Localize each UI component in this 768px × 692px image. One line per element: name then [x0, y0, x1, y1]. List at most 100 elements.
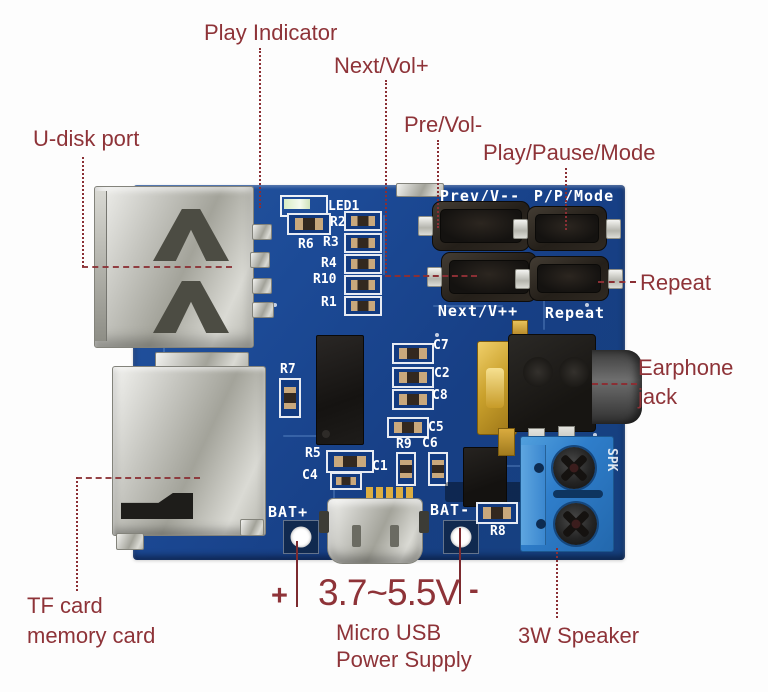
- resistor-r10: [344, 275, 382, 295]
- resistor-r2: [287, 213, 331, 235]
- silk-r7: R7: [280, 362, 296, 377]
- jack-pin: [498, 428, 515, 456]
- silk-btn-prev: Prev/V--: [439, 187, 521, 205]
- via: [585, 303, 589, 307]
- silk-c7: C7: [433, 338, 449, 353]
- label-battery-minus: -: [469, 574, 479, 606]
- silk-r4: R4: [321, 256, 337, 271]
- terminal-screw-bottom: [555, 503, 597, 545]
- via: [273, 303, 277, 307]
- via: [435, 333, 439, 337]
- leader-speaker: [556, 548, 558, 618]
- silk-btn-next: Next/V++: [437, 302, 519, 320]
- leader-bat-plus: [296, 541, 298, 607]
- resistor-r3: [344, 233, 382, 253]
- label-u-disk-port: U-disk port: [33, 126, 140, 151]
- leader-pre-vol: [437, 140, 439, 228]
- label-play-indicator: Play Indicator: [204, 20, 338, 45]
- usb-pin: [252, 224, 272, 240]
- amplifier-ic: [463, 447, 507, 507]
- solder-pad: [396, 183, 444, 197]
- capacitor-c8: [392, 389, 434, 410]
- earphone-jack-body: [508, 334, 596, 432]
- tf-slot-latch: [121, 493, 193, 519]
- ic-pin1-dot: [322, 430, 330, 438]
- capacitor-c4: [330, 472, 362, 490]
- capacitor-c5: [387, 417, 429, 438]
- main-decoder-ic: [316, 335, 364, 445]
- label-battery-plus: +: [271, 580, 288, 612]
- label-tf-line1: TF card: [27, 593, 103, 618]
- resistor-r7: [279, 378, 301, 418]
- silk-c8: C8: [432, 388, 448, 403]
- resistor: [344, 211, 382, 231]
- leader-tf-horizontal: [76, 477, 200, 479]
- resistor-r5: [326, 450, 374, 473]
- leader-repeat: [598, 281, 636, 283]
- label-tf-line2: memory card: [27, 623, 156, 648]
- silk-btn-repeat: Repeat: [544, 304, 606, 322]
- label-micro-usb-line1: Micro USB: [336, 620, 442, 645]
- jack-gold-bump: [486, 368, 504, 408]
- leader-bat-minus: [459, 528, 461, 604]
- jack-body-detail: [523, 357, 553, 387]
- terminal-slot: [553, 490, 603, 498]
- leader-next-vol-vertical: [385, 80, 387, 277]
- silk-r5: R5: [305, 446, 321, 461]
- silk-r3: R3: [323, 235, 339, 250]
- terminal-hole: [536, 519, 546, 529]
- label-3w-speaker: 3W Speaker: [518, 623, 640, 648]
- label-earphone-line1: Earphone: [638, 355, 734, 380]
- terminal-left-face: [521, 445, 546, 545]
- silk-spk: SPK: [604, 448, 619, 472]
- silk-r1: R1: [321, 295, 337, 310]
- micro-usb-tab: [319, 511, 329, 533]
- jack-body-detail: [559, 357, 589, 387]
- label-micro-usb-line2: Power Supply: [336, 647, 472, 672]
- pcb-trace: [433, 305, 503, 307]
- micro-usb-pins: [366, 487, 414, 500]
- pcb-trace: [383, 215, 385, 275]
- resistor-r1: [344, 296, 382, 316]
- usb-pin: [252, 302, 274, 318]
- via: [593, 433, 597, 437]
- resistor-r8: [476, 502, 518, 524]
- solder-pad: [240, 519, 264, 536]
- bat-plus-pad: [283, 520, 319, 554]
- leader-earphone: [592, 383, 637, 385]
- leader-play-pause-mode: [565, 168, 567, 230]
- capacitor-c2: [392, 367, 434, 388]
- label-pre-vol-minus: Pre/Vol-: [404, 112, 483, 137]
- label-next-vol-plus: Next/Vol+: [334, 53, 429, 78]
- speaker-terminal-block: [520, 436, 614, 552]
- micro-usb-port: [327, 498, 423, 564]
- leader-play-indicator: [259, 48, 261, 208]
- label-repeat: Repeat: [640, 270, 711, 295]
- capacitor-c6: [428, 452, 448, 486]
- resistor-r9: [396, 452, 416, 486]
- silk-r9: R9: [396, 437, 412, 452]
- silk-c2: C2: [434, 366, 450, 381]
- silk-c6: C6: [422, 436, 438, 451]
- ic-pins-left: [302, 340, 317, 440]
- micro-usb-tab: [419, 511, 429, 533]
- usb-spring-contact: [153, 209, 229, 261]
- leader-u-disk-horizontal: [82, 266, 232, 268]
- micro-usb-slot: [390, 525, 399, 547]
- led-chip: [284, 199, 310, 209]
- silk-r2: R2: [330, 215, 346, 230]
- silk-c5: C5: [428, 420, 444, 435]
- label-play-pause-mode: Play/Pause/Mode: [483, 140, 656, 165]
- resistor-r4: [344, 254, 382, 274]
- silk-r10: R10: [313, 272, 337, 287]
- silk-c1: C1: [372, 459, 388, 474]
- solder-pad: [116, 533, 144, 550]
- terminal-hole: [534, 463, 544, 473]
- usb-pin: [250, 252, 270, 268]
- button-repeat: [515, 256, 623, 301]
- bat-minus-pad: [443, 520, 479, 554]
- silk-bat-minus: BAT-: [430, 501, 471, 519]
- usb-spring-contact: [153, 281, 229, 333]
- leader-next-vol-horizontal: [385, 275, 477, 277]
